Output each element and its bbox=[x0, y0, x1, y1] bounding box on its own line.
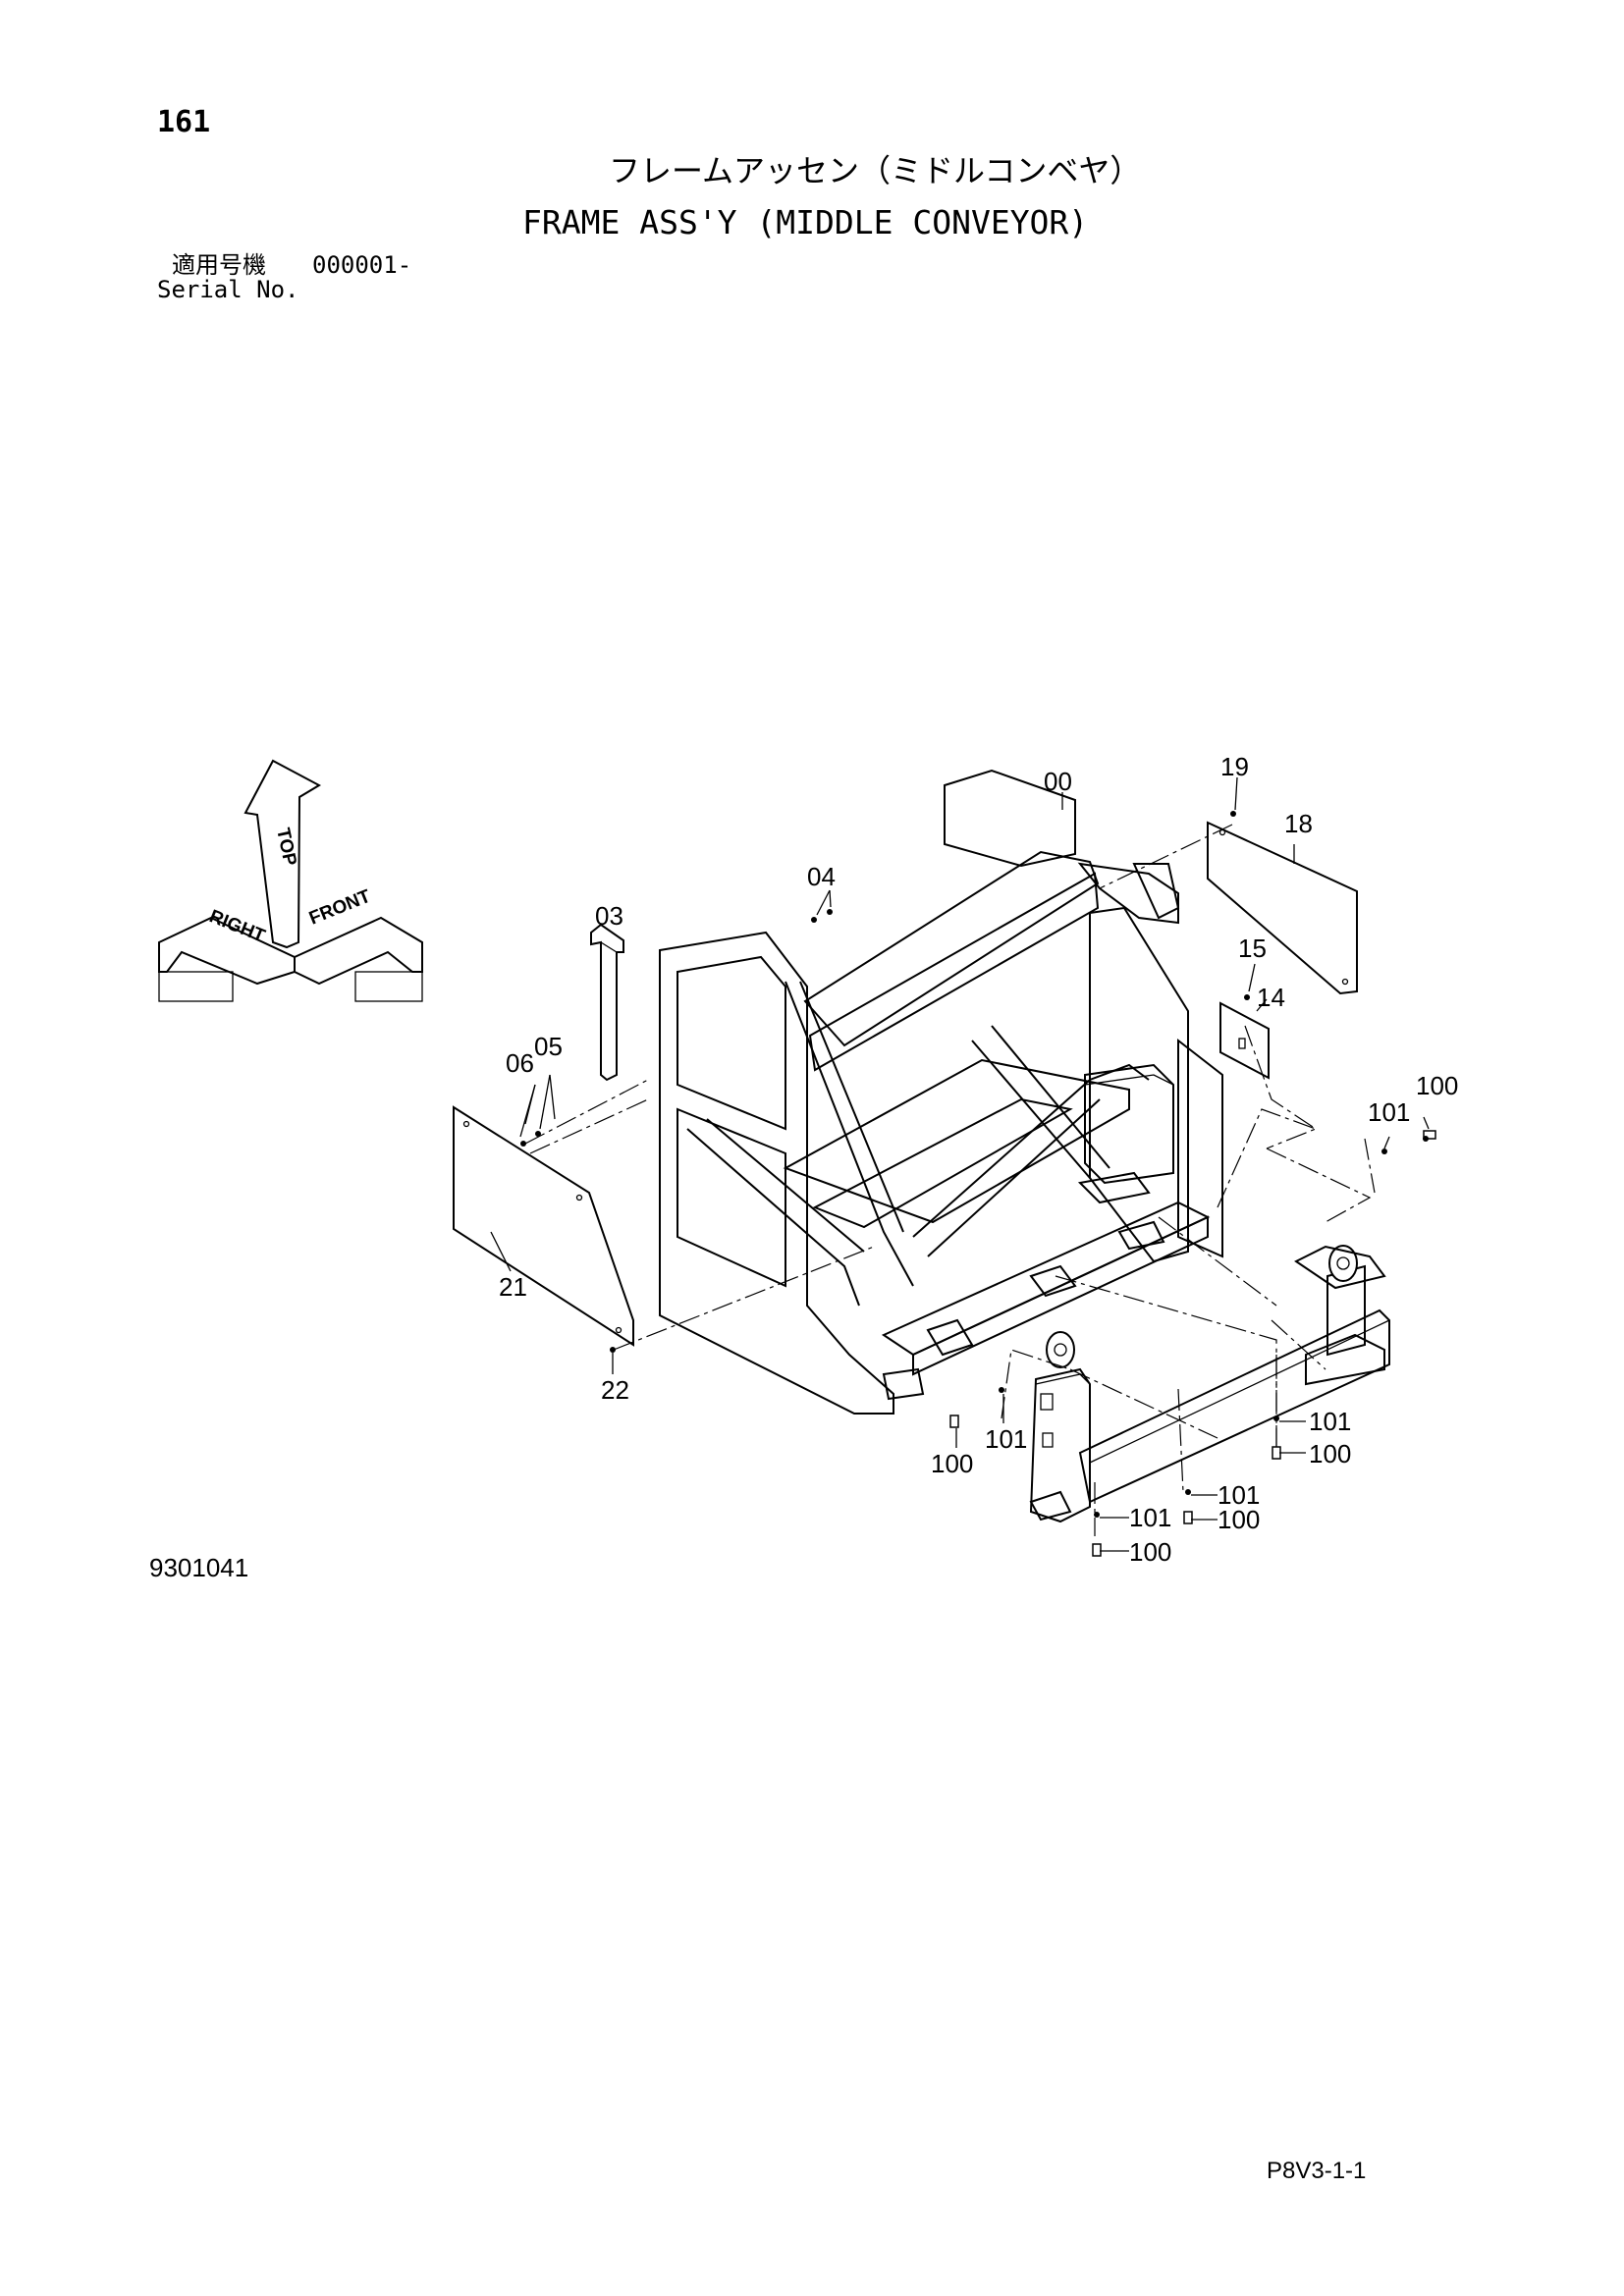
callout-101-b2: 101 bbox=[1218, 1480, 1260, 1510]
callout-100-b1: 100 bbox=[1309, 1439, 1351, 1468]
part-18 bbox=[1207, 821, 1358, 995]
callout-00: 00 bbox=[1044, 767, 1072, 796]
callout-101-right: 101 bbox=[1368, 1097, 1410, 1127]
serial-label-english: Serial No. bbox=[157, 276, 299, 303]
title-english: FRAME ASS'Y (MIDDLE CONVEYOR) bbox=[522, 203, 1089, 241]
callout-100-left: 100 bbox=[931, 1449, 973, 1478]
fasteners bbox=[520, 811, 1436, 1557]
leader-lines bbox=[524, 824, 1376, 1536]
callout-03: 03 bbox=[595, 901, 623, 931]
callout-04: 04 bbox=[807, 862, 836, 891]
callout-100-right: 100 bbox=[1416, 1071, 1458, 1100]
direction-indicator: TOP RIGHT FRONT bbox=[158, 759, 423, 1002]
callout-101-left: 101 bbox=[985, 1424, 1027, 1454]
leg-assembly bbox=[1029, 1245, 1390, 1523]
page-number: 161 bbox=[157, 105, 211, 139]
direction-top-label: TOP bbox=[272, 827, 300, 869]
frame-00 bbox=[659, 769, 1223, 1415]
callout-19: 19 bbox=[1220, 752, 1249, 781]
serial-range: 000001- bbox=[312, 251, 412, 279]
callout-100-b2: 100 bbox=[1218, 1505, 1260, 1534]
part-14 bbox=[1219, 1001, 1270, 1080]
part-03 bbox=[590, 923, 624, 1082]
callout-18: 18 bbox=[1284, 809, 1313, 838]
part-21 bbox=[453, 1105, 634, 1347]
title-japanese: フレームアッセン（ミドルコンベヤ） bbox=[609, 152, 1142, 189]
callout-101-b3: 101 bbox=[1129, 1503, 1171, 1532]
drawing-number: 9301041 bbox=[149, 1553, 249, 1582]
callout-pointers bbox=[490, 776, 1430, 1552]
callout-05: 05 bbox=[534, 1032, 563, 1061]
callout-15: 15 bbox=[1238, 934, 1267, 963]
direction-front-label: FRONT bbox=[306, 886, 374, 930]
page-code: P8V3-1-1 bbox=[1267, 2158, 1367, 2184]
callout-21: 21 bbox=[499, 1272, 527, 1302]
callout-101-b1: 101 bbox=[1309, 1407, 1351, 1436]
direction-right-label: RIGHT bbox=[206, 906, 268, 947]
callout-100-b3: 100 bbox=[1129, 1537, 1171, 1567]
callout-22: 22 bbox=[601, 1375, 629, 1405]
callout-14: 14 bbox=[1257, 983, 1285, 1012]
callout-06: 06 bbox=[506, 1048, 534, 1078]
serial-label-japanese: 適用号機 bbox=[172, 251, 266, 279]
callout-labels: 00 19 18 04 03 15 14 05 06 100 101 21 22… bbox=[499, 752, 1458, 1567]
